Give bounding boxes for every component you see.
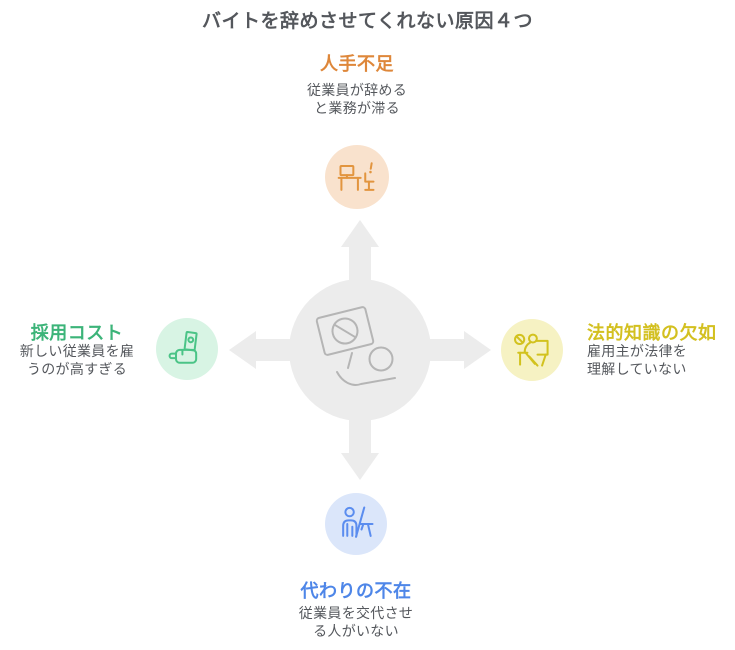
center-hub [229,220,491,480]
node-description-left: 新しい従業員を雇 うのが高すぎる [19,343,135,377]
node-label-right: 法的知識の欠如 [587,323,717,343]
arrow-left-icon [229,331,363,369]
arrow-down-icon [341,346,379,480]
missing-replacement-person-icon [342,506,374,538]
vacant-desk-icon [337,162,375,191]
arrow-right-icon [357,331,491,369]
node-label-left: 採用コスト [30,323,124,343]
node-label-bottom: 代わりの不在 [300,581,412,601]
prohibited-employer-desk-icon [514,333,549,367]
node-description-bottom: 従業員を交代させ る人がいない [298,605,414,639]
node-description-top: 従業員が辞める と業務が滞る [306,82,408,116]
diagram-title: バイトを辞めさせてくれない原因４つ [202,11,533,32]
node-description-right: 雇用主が法律を 理解していない [587,343,688,377]
arrow-up-icon [341,220,379,354]
hand-holding-cash-icon [168,331,198,364]
node-circle-right [501,319,563,381]
node-label-top: 人手不足 [320,54,394,74]
node-circle-top [325,145,389,209]
node-circle-left [156,318,218,380]
protest-sign-in-hand-icon [315,306,396,386]
node-circle-bottom [325,493,387,555]
